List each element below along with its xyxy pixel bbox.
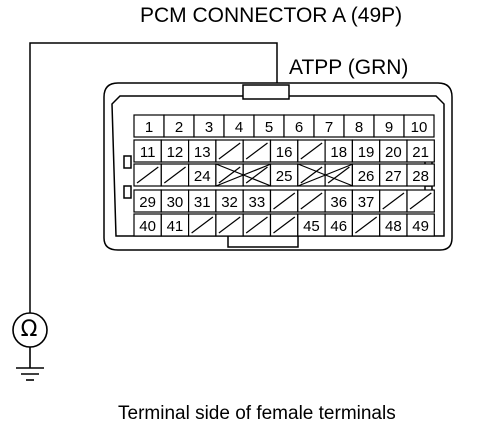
unused-terminal-slash bbox=[327, 166, 350, 184]
terminal-number: 29 bbox=[139, 194, 156, 211]
terminal-number: 33 bbox=[249, 194, 266, 211]
connector-title: PCM CONNECTOR A (49P) bbox=[140, 4, 403, 27]
terminal-number: 18 bbox=[330, 144, 347, 161]
terminal-number: 28 bbox=[412, 168, 429, 185]
terminal-number: 7 bbox=[325, 119, 333, 136]
ohm-symbol: Ω bbox=[20, 317, 38, 342]
unused-terminal-slash bbox=[245, 216, 268, 234]
blocked-cavity-mark bbox=[215, 163, 272, 187]
terminal-number: 41 bbox=[167, 218, 184, 235]
terminal-number: 31 bbox=[194, 194, 211, 211]
terminal-number: 13 bbox=[194, 144, 211, 161]
terminal-number: 37 bbox=[358, 194, 375, 211]
terminal-number: 40 bbox=[139, 218, 156, 235]
ground-icon bbox=[16, 347, 44, 381]
terminal-cell bbox=[406, 213, 435, 237]
unused-terminal-slash bbox=[136, 166, 159, 184]
unused-terminal-slash bbox=[300, 166, 323, 184]
view-caption: Terminal side of female terminals bbox=[118, 403, 396, 424]
terminal-number: 2 bbox=[175, 119, 183, 136]
terminal-number: 11 bbox=[140, 144, 156, 161]
terminal-cell bbox=[406, 163, 435, 187]
terminal-number: 21 bbox=[412, 144, 429, 161]
unused-terminal-slash bbox=[355, 216, 378, 234]
unused-terminal-slash bbox=[300, 192, 323, 210]
terminal-number: 36 bbox=[330, 194, 347, 211]
terminal-number: 30 bbox=[167, 194, 184, 211]
terminal-number: 45 bbox=[303, 218, 320, 235]
terminal-number: 19 bbox=[358, 144, 375, 161]
unused-terminal-slash bbox=[191, 216, 214, 234]
terminal-number: 9 bbox=[385, 119, 393, 136]
terminal-number: 6 bbox=[295, 119, 303, 136]
blocked-cavity-mark bbox=[297, 163, 354, 187]
unused-terminal-slash bbox=[409, 192, 432, 210]
unused-terminal-slash bbox=[163, 166, 186, 184]
unused-terminal-slash bbox=[382, 192, 405, 210]
terminal-number: 32 bbox=[221, 194, 238, 211]
terminal-number: 16 bbox=[276, 144, 293, 161]
unused-terminal-slash bbox=[273, 216, 296, 234]
unused-terminal-slash bbox=[300, 142, 323, 160]
terminal-number: 10 bbox=[411, 119, 428, 136]
unused-terminal-slash bbox=[273, 192, 296, 210]
terminal-number: 1 bbox=[145, 119, 153, 136]
terminal-cell bbox=[403, 114, 435, 138]
terminal-number: 12 bbox=[167, 144, 184, 161]
unused-terminal-slash bbox=[218, 216, 241, 234]
terminal-number: 27 bbox=[385, 168, 402, 185]
unused-terminal-slash bbox=[245, 142, 268, 160]
wire-color-label: ATPP (GRN) bbox=[289, 56, 409, 79]
unused-terminal-slash bbox=[245, 166, 268, 184]
terminal-number: 3 bbox=[205, 119, 213, 136]
terminal-number: 8 bbox=[355, 119, 363, 136]
unused-terminal-slash bbox=[218, 142, 241, 160]
unused-terminal-slash bbox=[218, 166, 241, 184]
terminal-number: 25 bbox=[276, 168, 293, 185]
terminal-number: 4 bbox=[235, 119, 243, 136]
terminal-cell bbox=[406, 139, 435, 163]
terminal-number: 48 bbox=[385, 218, 402, 235]
terminal-number: 26 bbox=[358, 168, 375, 185]
terminal-number: 5 bbox=[265, 119, 273, 136]
terminal-number: 49 bbox=[412, 218, 429, 235]
terminal-number: 20 bbox=[385, 144, 402, 161]
terminal-number: 46 bbox=[330, 218, 347, 235]
terminal-number: 24 bbox=[194, 168, 211, 185]
